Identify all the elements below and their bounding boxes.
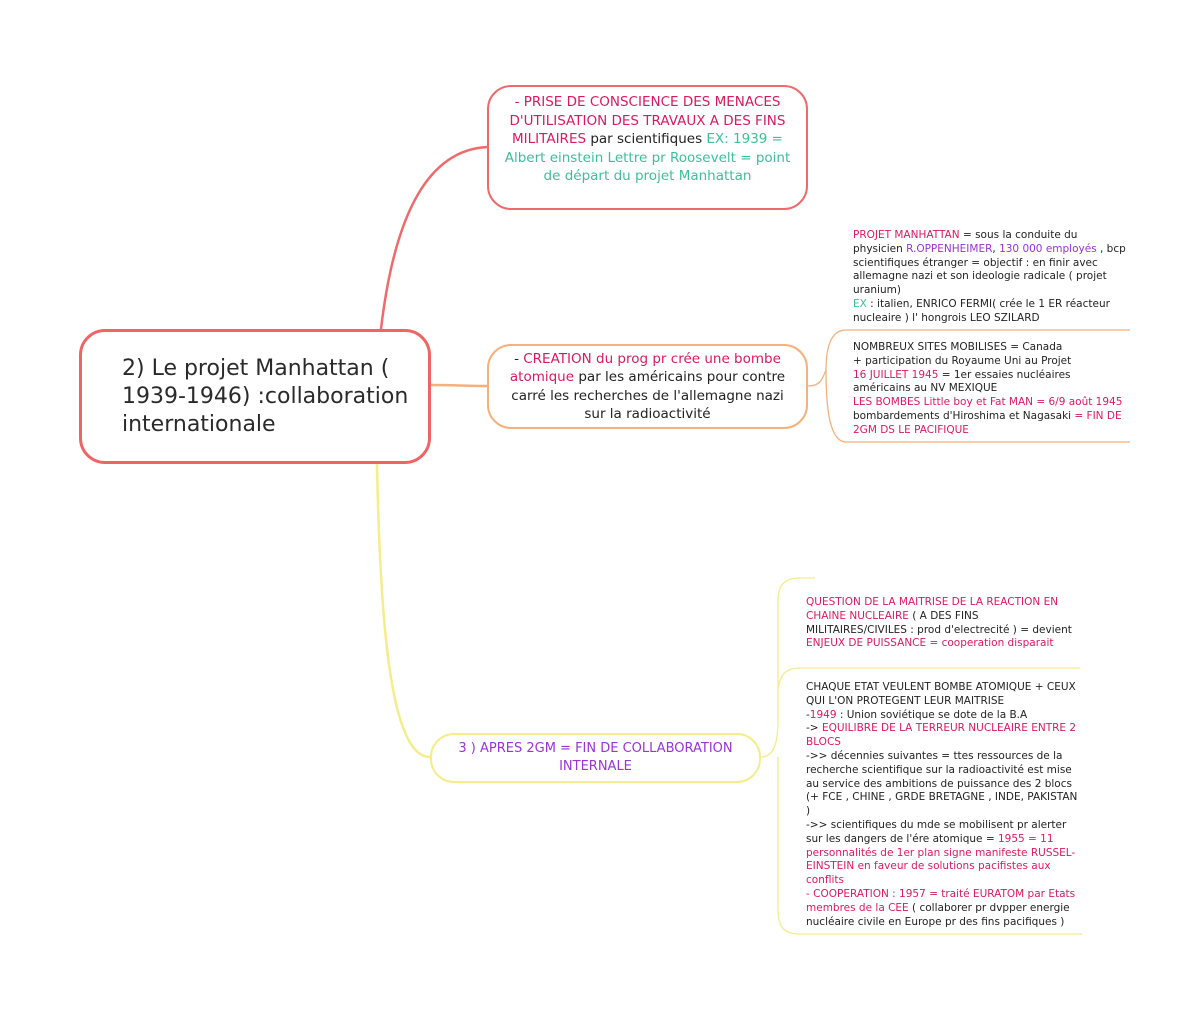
chaque-line-4: ->> scientifiques du mde se mobilisent p… — [806, 818, 1067, 845]
link-main-apres — [375, 463, 431, 759]
creation-dash: - — [514, 350, 524, 367]
year-1949: 1949 — [809, 708, 837, 721]
projet-text-2: , bcp scientifiques étranger = objectif … — [853, 242, 1126, 297]
chaque-dash: - — [806, 708, 810, 721]
chaque-line-5: ( collaborer pr dvpper energie nucléaire… — [806, 901, 1070, 928]
question-heading: QUESTION DE LA MAITRISE DE LA REACTION E… — [806, 596, 1059, 622]
question-text: ( A DES FINS MILITAIRES/CIVILES : prod d… — [806, 609, 1072, 636]
cooperation-1957: - COOPERATION : 1957 = traité EURATOM pa… — [806, 887, 1076, 914]
creation-text: par les américains pour contre carré les… — [511, 369, 786, 422]
sites-line-2: + participation du Royaume Uni au Projet — [853, 354, 1072, 367]
chaque-arrow: -> — [806, 722, 822, 735]
employes-count: 130 000 employés — [999, 242, 1097, 255]
creation-heading: CREATION du prog pr crée une bombe atomi… — [509, 350, 781, 386]
bombes-line: LES BOMBES Little boy et Fat MAN = 6/9 a… — [853, 396, 1123, 409]
oppenheimer: R.OPPENHEIMER — [906, 242, 993, 255]
projet-text-3: : italien, ENRICO FERMI( crée le 1 ER ré… — [853, 297, 1110, 324]
chaque-line-2: : Union soviétique se dote de la B.A — [836, 708, 1028, 721]
topic-creation[interactable]: - CREATION du prog pr crée une bombe ato… — [487, 344, 808, 429]
prise-heading: - PRISE DE CONSCIENCE DES MENACES D'UTIL… — [509, 94, 786, 147]
prise-text: par scientifiques — [590, 131, 707, 147]
link-apres-bottom — [777, 757, 1082, 935]
projet-label: PROJET MANHATTAN — [853, 229, 960, 241]
leaf-projet-manhattan[interactable]: PROJET MANHATTAN = sous la conduite du p… — [853, 229, 1128, 326]
enjeux-puissance: ENJEUX DE PUISSANCE = cooperation dispar… — [806, 637, 1054, 650]
projet-text-1: = sous la conduite du physicien — [853, 229, 1078, 255]
link-main-creation — [430, 383, 488, 388]
link-creation-leaves-lower — [825, 369, 1130, 443]
projet-comma: , — [992, 242, 1000, 255]
leaf-sites-mobilises[interactable]: NOMBREUX SITES MOBILISES = Canada + part… — [853, 341, 1128, 438]
equilibre-terreur: EQUILIBRE DE LA TERREUR NUCLEAIRE ENTRE … — [806, 722, 1077, 749]
ex-label: EX — [853, 297, 867, 310]
link-creation-leaves — [807, 329, 1130, 387]
topic-apres-2gm[interactable]: 3 ) APRES 2GM = FIN DE COLLABORATION INT… — [430, 733, 761, 783]
fin-2gm: = FIN DE 2GM DS LE PACIFIQUE — [853, 409, 1122, 436]
chaque-line-1: CHAQUE ETAT VEULENT BOMBE ATOMIQUE + CEU… — [806, 681, 1076, 707]
leaf-question-maitrise[interactable]: QUESTION DE LA MAITRISE DE LA REACTION E… — [806, 596, 1078, 651]
central-topic[interactable]: 2) Le projet Manhattan ( 1939-1946) :col… — [79, 329, 431, 464]
prise-example: EX: 1939 = Albert einstein Lettre pr Roo… — [504, 131, 791, 184]
chaque-line-3: ->> décennies suivantes = ttes ressource… — [806, 749, 1078, 818]
central-topic-title: 2) Le projet Manhattan ( 1939-1946) :col… — [122, 355, 409, 437]
link-apres-top — [760, 577, 815, 758]
apres-text: 3 ) APRES 2GM = FIN DE COLLABORATION INT… — [458, 741, 733, 774]
leaf-chaque-etat[interactable]: CHAQUE ETAT VEULENT BOMBE ATOMIQUE + CEU… — [806, 681, 1078, 929]
sites-line-3: = 1er essaies nucléaires américains au N… — [853, 368, 1071, 395]
link-main-prise — [379, 145, 488, 330]
manifeste-1955: 1955 = 11 personnalités de 1er plan sign… — [806, 832, 1076, 887]
sites-line-1: NOMBREUX SITES MOBILISES = Canada — [853, 341, 1063, 353]
bombardements-line: bombardements d'Hiroshima et Nagasaki — [853, 409, 1075, 422]
topic-prise-de-conscience[interactable]: - PRISE DE CONSCIENCE DES MENACES D'UTIL… — [487, 85, 808, 210]
date-16-juillet: 16 JUILLET 1945 — [853, 368, 939, 381]
link-apres-mid — [777, 667, 1080, 691]
